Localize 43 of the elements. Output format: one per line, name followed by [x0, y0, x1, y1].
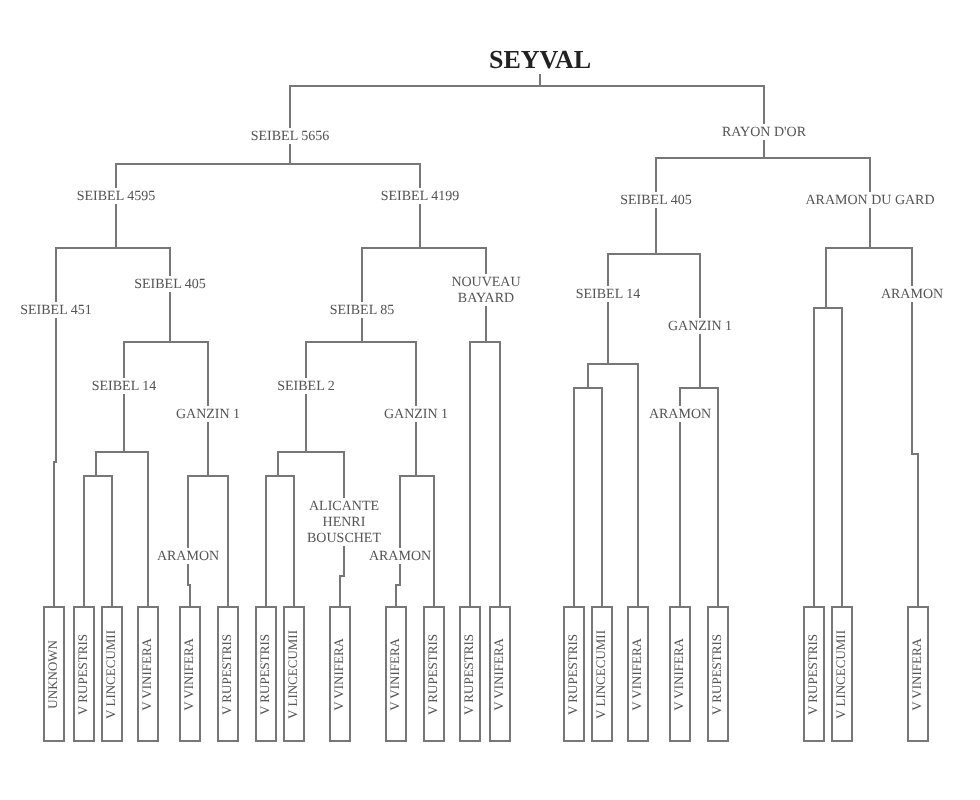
family-tree-line [485, 305, 501, 607]
species-box [217, 606, 239, 742]
species-box [255, 606, 277, 742]
species-box [385, 606, 407, 742]
family-tree-line [655, 207, 701, 319]
family-tree-line [539, 73, 765, 125]
species-box [907, 606, 929, 742]
family-tree-line [115, 203, 171, 277]
family-tree-line [53, 317, 57, 607]
species-box [423, 606, 445, 742]
family-tree-line [339, 545, 345, 607]
family-tree-line [763, 139, 871, 193]
species-box [831, 606, 853, 742]
family-tree-line [289, 143, 421, 189]
root-variety-label: SEYVAL [486, 46, 594, 74]
species-box [329, 606, 351, 742]
species-box [73, 606, 95, 742]
family-tree-line [415, 421, 435, 607]
family-tree-line [305, 393, 345, 499]
family-tree-line [679, 421, 681, 607]
family-tree-line [395, 563, 401, 607]
species-box [43, 606, 65, 742]
family-tree-line [123, 393, 149, 607]
family-tree-line [869, 207, 913, 287]
family-tree-line [607, 301, 639, 607]
family-tree-line [169, 291, 209, 407]
species-box [563, 606, 585, 742]
species-box [179, 606, 201, 742]
family-tree-line [187, 563, 191, 607]
species-box [489, 606, 511, 742]
species-box [627, 606, 649, 742]
species-box [101, 606, 123, 742]
species-box [669, 606, 691, 742]
species-box [803, 606, 825, 742]
family-tree-line [207, 421, 229, 607]
species-box [707, 606, 729, 742]
family-tree-line [911, 301, 919, 607]
family-tree-line [361, 317, 417, 407]
species-box [137, 606, 159, 742]
species-box [591, 606, 613, 742]
species-box [283, 606, 305, 742]
species-box [459, 606, 481, 742]
family-tree-line [419, 203, 487, 275]
